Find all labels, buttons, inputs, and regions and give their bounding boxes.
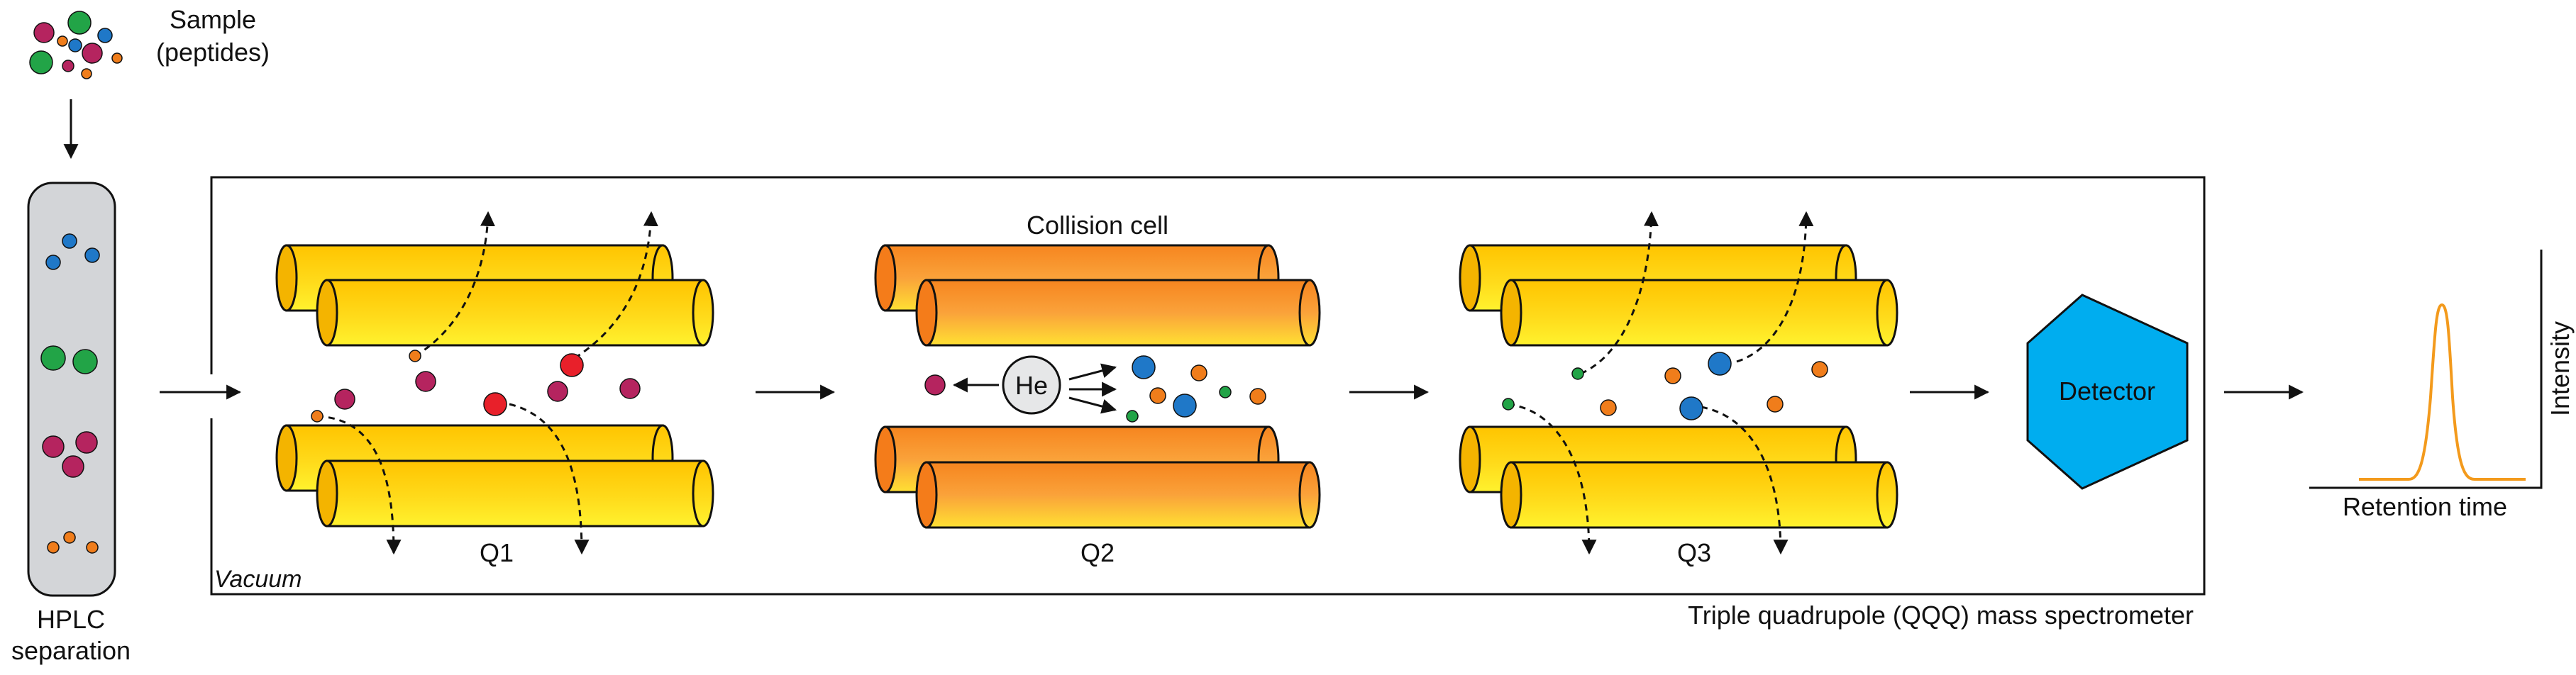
peptide-dot — [75, 431, 98, 454]
sample-peptide-cluster — [29, 11, 123, 79]
q3-quadrupole — [1459, 244, 1898, 529]
q1-ion-trajectories — [316, 211, 658, 555]
q2-rod-front-bottom — [915, 461, 1321, 529]
peptide-dot — [86, 541, 99, 554]
ion — [1767, 396, 1784, 413]
peptide-dot — [68, 38, 82, 52]
q3-ions — [1502, 352, 1828, 420]
ion — [1571, 367, 1584, 380]
ion — [409, 350, 421, 362]
peptide-dot — [63, 531, 76, 544]
ion — [415, 371, 436, 392]
fragment-ion — [1249, 388, 1266, 405]
sample-label-sub: (peptides) — [156, 38, 270, 67]
collision-cell-label: Collision cell — [1027, 211, 1168, 240]
ion — [483, 392, 507, 416]
mass-spectrometer-box — [210, 176, 2206, 596]
hplc-label-sub: separation — [11, 636, 131, 665]
q2-rod-front-top — [915, 279, 1321, 347]
ion — [1811, 361, 1828, 378]
peptide-dot — [45, 255, 61, 270]
hplc-column — [27, 182, 116, 597]
peptide-dot — [111, 52, 123, 64]
q3-label: Q3 — [1677, 538, 1711, 567]
peptide-dot — [33, 22, 55, 43]
ion — [1708, 352, 1732, 376]
detector-label: Detector — [2059, 376, 2155, 406]
detector-hexagon — [2026, 294, 2189, 490]
chromatogram-ylabel: Intensity — [2545, 321, 2575, 416]
q1-rod-front-bottom — [316, 459, 714, 528]
q1-quadrupole — [275, 244, 714, 528]
sample-label: Sample — [170, 5, 256, 34]
peptide-dot — [62, 455, 84, 478]
peptide-dot — [40, 345, 66, 371]
q1-rod-front-top — [316, 279, 714, 347]
q3-rod-front-top — [1500, 279, 1898, 347]
peptide-dot — [82, 43, 103, 64]
chromatogram-axes — [2309, 250, 2543, 489]
chromatogram-xlabel: Retention time — [2343, 492, 2507, 521]
q2-label: Q2 — [1080, 538, 1115, 567]
ion — [311, 410, 324, 423]
peptide-dot — [72, 349, 98, 374]
peptide-dot — [62, 233, 77, 249]
q2-collision-cell — [874, 244, 1321, 529]
q2-fragmentation: He — [924, 355, 1266, 423]
q1-ions — [311, 350, 641, 423]
peptide-dot — [42, 435, 65, 458]
peptide-dot — [84, 247, 100, 263]
ion — [1600, 399, 1617, 416]
ion — [1502, 398, 1515, 411]
ion — [560, 353, 584, 377]
helium-gas-atom — [1002, 355, 1061, 415]
peptide-dot — [47, 541, 60, 554]
ion — [547, 381, 568, 402]
q3-rod-front-bottom — [1500, 461, 1898, 529]
fragment-ion — [1173, 394, 1197, 418]
peptide-dot — [29, 50, 53, 74]
fragment-ion — [1149, 387, 1166, 404]
hplc-label: HPLC — [37, 605, 105, 634]
helium-label: He — [1015, 371, 1048, 400]
ion — [1679, 396, 1703, 420]
ion — [1664, 367, 1681, 384]
peptide-dot — [67, 11, 92, 35]
peptide-dot — [81, 68, 92, 79]
ion — [334, 389, 355, 410]
peptide-dot — [62, 60, 74, 72]
chromatogram: Retention time Intensity — [2309, 250, 2575, 521]
q1-label: Q1 — [480, 538, 514, 567]
peptide-dot — [57, 35, 68, 47]
chromatogram-peak — [2359, 303, 2526, 481]
hplc-peptide-bands — [40, 233, 100, 554]
fragment-ion — [1190, 364, 1207, 381]
fragment-ion — [1219, 386, 1232, 398]
peptide-dot — [97, 28, 113, 43]
ion — [619, 378, 641, 399]
fragment-ion — [1126, 410, 1139, 423]
vacuum-label: Vacuum — [214, 566, 302, 593]
instrument-label: Triple quadrupole (QQQ) mass spectromete… — [1688, 601, 2194, 630]
precursor-ion — [924, 374, 946, 396]
q3-ion-trajectories — [1508, 211, 1814, 555]
fragment-ion — [1132, 355, 1156, 379]
